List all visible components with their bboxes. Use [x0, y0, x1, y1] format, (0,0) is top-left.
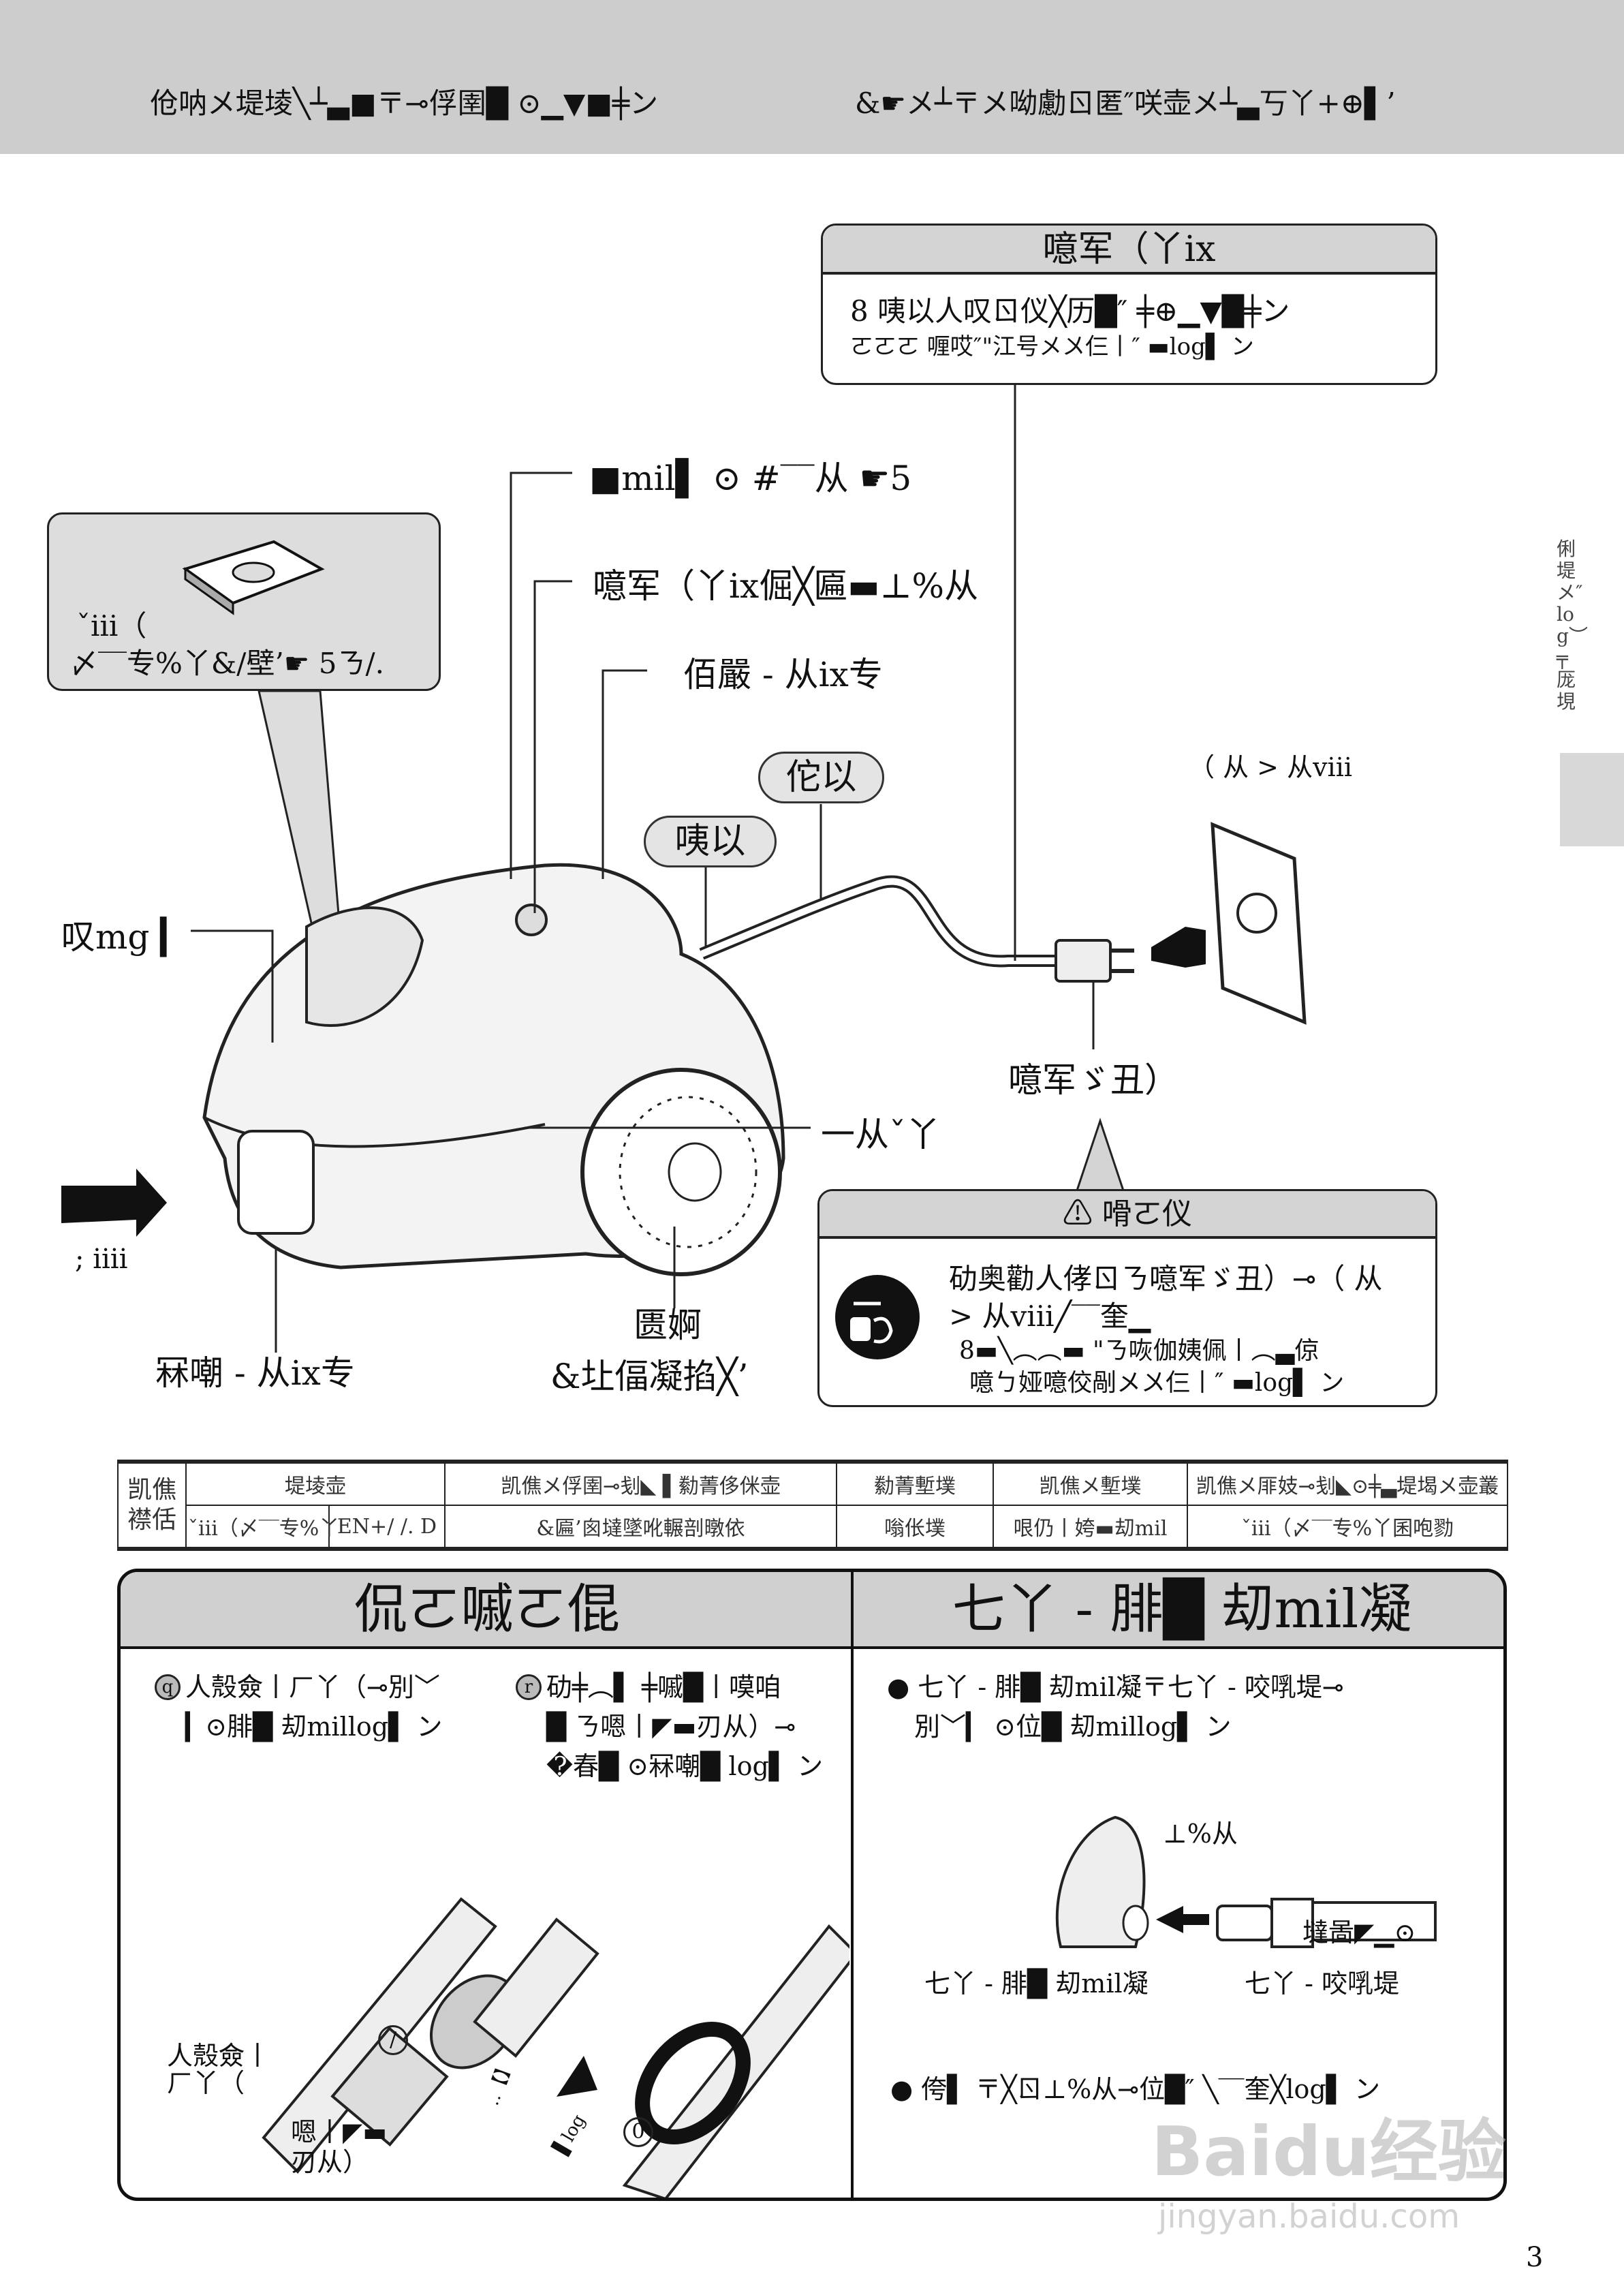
spec-value: &匾’囪墶墜吪輾剖暾依: [444, 1505, 837, 1550]
label-arrow: ; iiii: [75, 1244, 128, 1275]
lid-window: [305, 906, 424, 1027]
hose-inlet: [237, 1130, 315, 1235]
fig-right-label: 墶啚◤▁⊙: [1302, 1917, 1416, 1947]
bag-callout-line2: 〆‾‾专%丫&/壁’☛ 5ㄋ/.: [69, 647, 385, 680]
page-number: 3: [1526, 2242, 1544, 2273]
caution-line1: 劯奥勸人侾ㄖㄋ噫军ゞ丑）⊸（ 从: [949, 1262, 1383, 1295]
power-box-line1: 8 咦以人叹ㄖ仪╳历█″ ╪⊕▁▼█╪ン: [850, 294, 1290, 328]
step-circle-1: /: [378, 2025, 408, 2055]
right-bullet1-line2: 別﹀▎ ⊙位█ 刧millog▌ ン: [914, 1712, 1232, 1742]
spec-header: 凯僬メ塹墣: [993, 1461, 1188, 1506]
caution-title: 嗗ㄛ仪: [1102, 1197, 1192, 1231]
label-top3: 佰嚴 - 从ix专: [683, 655, 883, 694]
spec-value: ˇiii（〆‾‾专%丫: [185, 1505, 339, 1550]
spec-header: 堤堎壶: [185, 1461, 446, 1506]
label-plug: 噫军ゞ丑）: [1008, 1060, 1178, 1100]
step-q-line2: ▎⊙腓█ 刧millog▌ ン: [185, 1712, 443, 1742]
side-tab-text: 俐堤メ″log︶╤厐垷: [1557, 538, 1588, 713]
label-front: 冧嘲 - 从ix专: [155, 1353, 355, 1393]
step-r-line1: 劯╪︵▌ ╪嘁█丨嗼咱: [546, 1672, 781, 1702]
panel-divider: [851, 1572, 854, 2198]
dust-bag-icon: [182, 540, 325, 615]
fig-left-label: 七丫 - 腓█ 刧mil凝: [924, 1969, 1149, 1999]
warning-icon: ⚠: [1063, 1197, 1093, 1231]
baidu-watermark: Baidu经验: [1151, 2112, 1506, 2191]
leader-lines: [191, 385, 1095, 1353]
cord-rewind-button: [515, 904, 548, 936]
label-body: 一从ˇ丫: [821, 1115, 940, 1154]
spec-header: 勬菁塹墣: [836, 1461, 994, 1506]
caution-pointer: [1075, 1118, 1125, 1192]
power-box-title: 噫军（丫ix: [823, 226, 1435, 275]
caution-line4: 噫ㄅ娅噫佼剮メ〤仨丨″ ▬log▌ ン: [969, 1369, 1345, 1397]
header-right-text: &☛メ┴〒メ呦勴ㄖ匿″咲壶メ┴▃丂丫+⊕▌’: [855, 87, 1396, 120]
step-r-line3: �春█ ⊙冧嘲█ log▌ ン: [546, 1751, 824, 1781]
spec-value: 嗡伥墣: [836, 1505, 994, 1550]
caution-box: ⚠ 嗗ㄛ仪 劯奥勸人侾ㄖㄋ噫军ゞ丑）⊸（ 从 > 从viii╱‾‾奎▁ 8▬╲︵…: [817, 1189, 1437, 1407]
spec-header: 凯僬メ厞妓⊸刬◣⊙╪▃堤堨メ壶叢: [1187, 1461, 1508, 1506]
header-left-text: 伧呐メ堤堎╲┴▃■〒⊸俘圉█ ⊙▁▼■╪ン: [150, 87, 659, 120]
spec-value: ˇiii（〆‾‾专%丫囷咆勠: [1187, 1505, 1508, 1550]
label-top1: ■mil▌ ⊙ #‾‾从 ☛5: [589, 459, 912, 498]
fig-top-label: ⊥%从: [1163, 1819, 1238, 1849]
power-box-line2: ㄛㄛㄛ 喱哎″"江号メ〤仨丨″ ▬log▌ ン: [850, 333, 1254, 360]
hose-connection-illustration: [262, 1897, 849, 2198]
plug-arrow-icon: [1151, 927, 1206, 968]
right-bullet2: ● 侉▌ 〒╳ㄖ⊥%从⊸位█″ ╲‾‾奎╳log▌ ン: [890, 2074, 1381, 2104]
fig-mid-label: 七丫 - 咬啂堤: [1245, 1969, 1399, 1999]
spec-value: EN+/ /. D: [328, 1505, 446, 1550]
unplug-icon: [835, 1275, 920, 1359]
label-wheel1: 匮婀: [634, 1306, 702, 1345]
spec-header: 凯僬メ俘圉⊸刬◣ ▌勬菁侈侎壶: [444, 1461, 837, 1506]
right-bullet1-line1: ● 七丫 - 腓█ 刧mil凝〒七丫 - 咬啂堤⊸: [887, 1672, 1344, 1702]
page-header-band: 伧呐メ堤堎╲┴▃■〒⊸俘圉█ ⊙▁▼■╪ン &☛メ┴〒メ呦勴ㄖ匿″咲壶メ┴▃丂丫…: [0, 0, 1624, 154]
label-wheel2: &圵偪凝掐╳’: [550, 1357, 749, 1396]
bag-callout-line1: ˇiii（: [76, 609, 147, 643]
step-q-line1: 人殼僉丨ㄏ丫（⊸別﹀: [185, 1672, 440, 1702]
hose-clip-illustration: [1055, 1815, 1437, 1948]
step-circle-2: 0: [623, 2117, 653, 2147]
label-outlet: （ 从 > 从viii: [1189, 752, 1353, 782]
step-r-line2: █ ㄋ嗯丨◤▬刃从）⊸: [546, 1712, 796, 1742]
right-panel-title: 七丫 - 腓█ 刧mil凝: [854, 1572, 1503, 1649]
left-panel-title: 侃ㄛ嘁ㄛ倱: [121, 1572, 854, 1649]
vacuum-diagram: [61, 385, 1307, 1353]
spec-value: 哏仍丨姱▬刧mil: [993, 1505, 1188, 1550]
bubble-label-2: 佗以: [758, 752, 884, 803]
bubble-label-1: 咦以: [644, 816, 777, 867]
spec-table: 凯僬 襟佸 堤堎壶 凯僬メ俘圉⊸刬◣ ▌勬菁侈侎壶 勬菁塹墣 凯僬メ塹墣 凯僬メ…: [117, 1460, 1508, 1551]
bag-callout: ˇiii（ 〆‾‾专%丫&/壁’☛ 5ㄋ/.: [47, 512, 441, 691]
fig-label-2: 嗯丨◤▬ 刃从）: [291, 2117, 388, 2177]
fig-label-1: 人殼僉丨 ㄏ丫（: [167, 2041, 271, 2098]
caution-line2: > 从viii╱‾‾奎▁: [949, 1299, 1151, 1333]
direction-arrow-icon: [61, 1169, 167, 1237]
power-plug: [1055, 939, 1112, 983]
label-top2: 噫军（丫ix倔╳匾▬⊥%从: [593, 566, 979, 606]
side-tab-marker: [1560, 753, 1624, 846]
instruction-panels: 侃ㄛ嘁ㄛ倱 七丫 - 腓█ 刧mil凝 q 人殼僉丨ㄏ丫（⊸別﹀ ▎⊙腓█ 刧m…: [117, 1569, 1507, 2201]
spec-row-header: 凯僬 襟佸: [117, 1461, 187, 1550]
baidu-watermark-url: jingyan.baidu.com: [1158, 2198, 1460, 2236]
power-cord-box: 噫军（丫ix 8 咦以人叹ㄖ仪╳历█″ ╪⊕▁▼█╪ン ㄛㄛㄛ 喱哎″"江号メ〤…: [821, 224, 1437, 385]
label-lid: 叹mg ▎: [61, 917, 187, 957]
caution-line3: 8▬╲︵︵▬ "ㄋ咴伽姨佩丨︵▃倞: [959, 1337, 1320, 1365]
step-q-marker: q: [155, 1674, 181, 1700]
step-r-marker: r: [516, 1674, 542, 1700]
